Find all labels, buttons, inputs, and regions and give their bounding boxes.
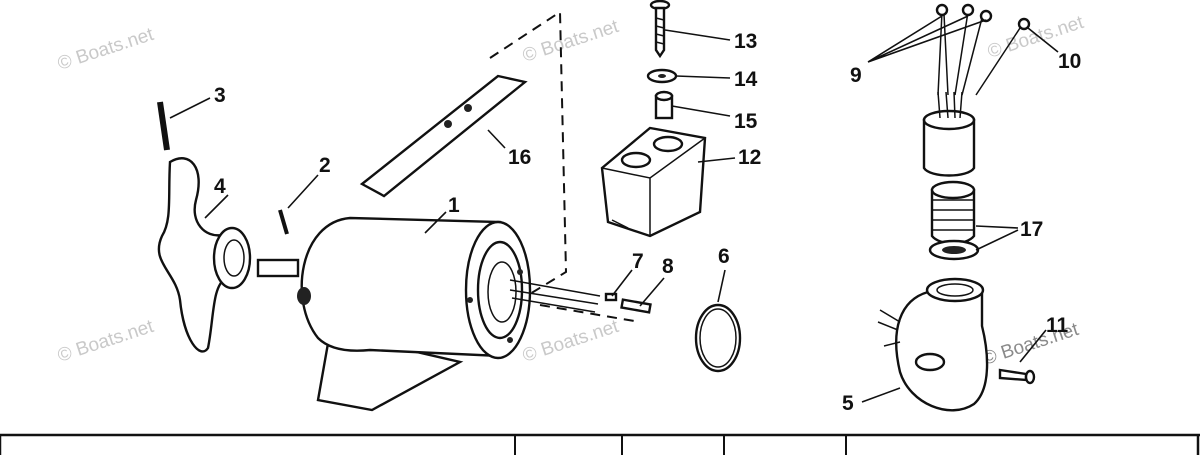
assembly-guide-dashed <box>489 10 641 323</box>
screw <box>998 368 1036 385</box>
grommet-and-washer <box>928 180 980 261</box>
callout-7: 7 <box>632 250 644 273</box>
callout-12: 12 <box>738 146 761 169</box>
lead-wire-terminals <box>935 3 1031 96</box>
o-ring <box>694 303 742 373</box>
callout-16: 16 <box>508 146 531 169</box>
callout-10: 10 <box>1058 50 1081 73</box>
cable-housing <box>922 91 976 177</box>
parts-table-frame <box>0 433 1200 455</box>
callout-4: 4 <box>214 175 226 198</box>
propeller-pin <box>157 101 170 151</box>
propeller <box>157 157 252 353</box>
callout-1: 1 <box>448 194 460 217</box>
motor-head <box>877 277 989 412</box>
callout-11: 11 <box>1046 314 1069 337</box>
callout-14: 14 <box>734 68 758 91</box>
drive-pin <box>278 209 289 235</box>
terminal-sleeve <box>620 298 652 314</box>
watermark: © Boats.net <box>520 316 622 367</box>
watermark: © Boats.net <box>55 24 157 75</box>
leader-lines <box>169 15 1059 403</box>
washer <box>646 68 678 84</box>
callout-8: 8 <box>662 255 674 278</box>
terminal-small <box>604 292 618 302</box>
callout-6: 6 <box>718 245 730 268</box>
callout-3: 3 <box>214 84 226 107</box>
spacer <box>654 90 674 120</box>
callout-15: 15 <box>734 110 758 133</box>
watermark: © Boats.net <box>520 16 622 67</box>
bolt <box>649 0 671 59</box>
callout-13: 13 <box>734 30 757 53</box>
callout-9: 9 <box>850 64 862 87</box>
bracket-strap <box>359 74 528 198</box>
callout-2: 2 <box>319 154 331 177</box>
callout-labels: 1 2 3 4 5 6 7 8 9 10 11 12 13 14 15 16 1… <box>214 30 1081 415</box>
callout-5: 5 <box>842 392 854 415</box>
watermark: © Boats.net <box>55 316 157 367</box>
motor-housing <box>256 216 601 412</box>
callout-17: 17 <box>1020 218 1043 241</box>
mount-block <box>600 126 707 238</box>
